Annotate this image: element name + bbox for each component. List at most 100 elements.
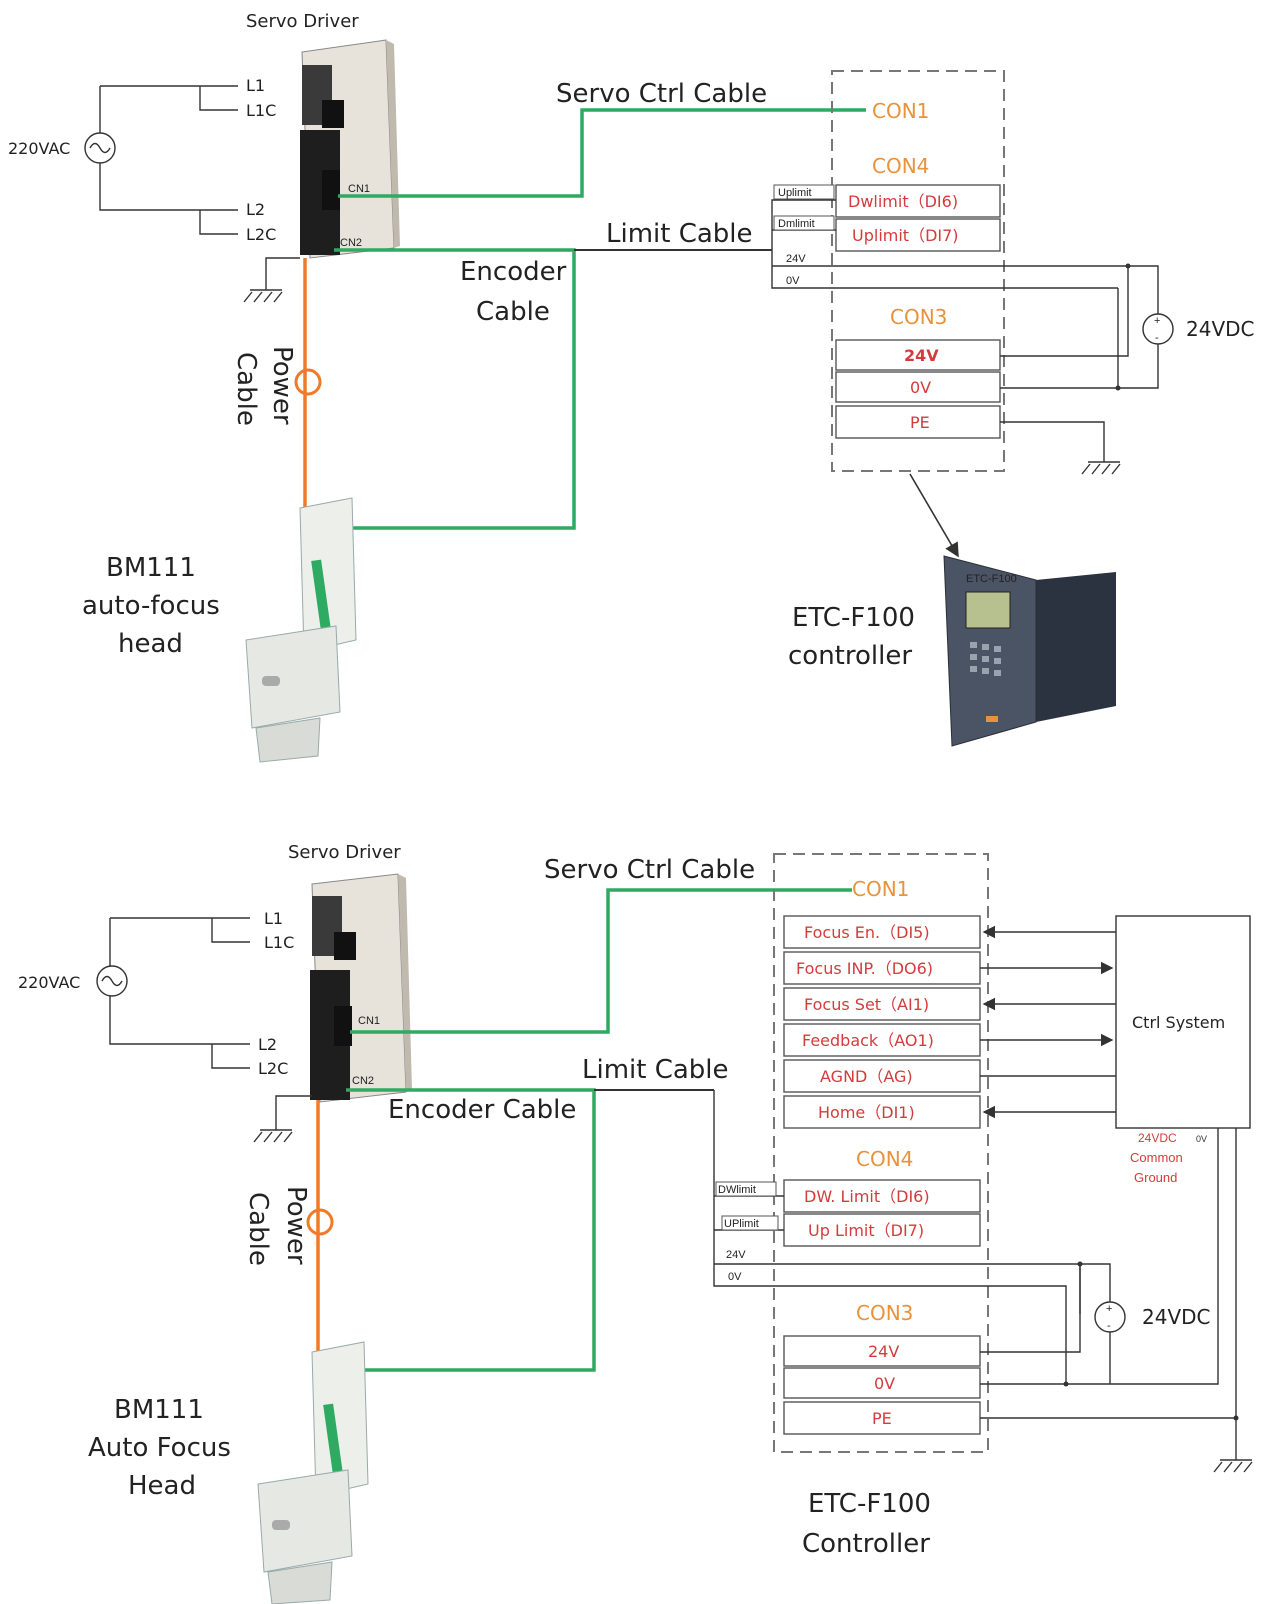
bottom-con3-0v: 0V [874,1374,895,1393]
top-power-label-1: Power [267,346,297,425]
bottom-controller-label-1: ETC-F100 [808,1489,931,1519]
bottom-con1-row-6-text: Home（DI1) [818,1103,915,1122]
top-encoder-label-1: Encoder [460,257,567,287]
bottom-dc-source-icon [1094,1301,1126,1333]
bottom-l2c: L2C [258,1059,288,1078]
bottom-common-label-2: Common [1130,1150,1183,1165]
top-uplimit-wire-label: Uplimit [778,187,812,199]
top-dc-source-icon [1142,313,1174,345]
bottom-common-0v: 0V [1196,1134,1207,1144]
top-ac-supply: 220VAC L1 L1C L2 L2C [8,76,300,303]
bottom-vac-label: 220VAC [18,973,80,992]
bottom-24v-wire-label: 24V [726,1249,746,1261]
top-l1: L1 [246,76,265,95]
bottom-controller-label-2: Controller [802,1529,930,1559]
top-etc-f100-device: ETC-F100 [943,555,1116,747]
bottom-con1-row-5 [783,1059,981,1093]
top-driver-cn2: CN2 [340,237,362,249]
bottom-l1c: L1C [264,933,294,952]
top-con3-0v-cell [835,371,1001,403]
top-power-label-2: Cable [231,352,261,426]
top-driver-ground-icon [243,289,283,303]
bottom-ac-supply: 220VAC L1 L1C L2 L2C [18,909,312,1143]
bottom-con3-0v-cell [783,1367,981,1399]
top-uplimit-text: Uplimit（DI7) [852,226,959,245]
top-driver-cn1: CN1 [348,183,370,195]
top-con3-pe: PE [910,413,930,432]
bottom-ferrite-icon [306,1208,334,1236]
bottom-servo-ctrl-cable-label: Servo Ctrl Cable [544,855,755,885]
bottom-driver-cn2: CN2 [352,1075,374,1087]
top-dwlimit-text: Dwlimit（DI6) [848,192,958,211]
top-0v-wire-label: 0V [786,275,800,287]
top-con3-24v: 24V [904,346,939,365]
top-controller-box [831,70,1005,472]
top-head-label-1: BM111 [106,553,196,583]
bottom-servo-ctrl-cable [350,888,852,1034]
top-l1c: L1C [246,101,276,120]
top-vdc-label: 24VDC [1186,317,1255,341]
top-uplimit-cell [835,218,1001,252]
bottom-con3-label: CON3 [856,1301,913,1325]
bottom-ctrl-system-label: Ctrl System [1132,1013,1225,1032]
top-con1-label: CON1 [872,99,929,123]
bottom-driver-cn1: CN1 [358,1015,380,1027]
bottom-autofocus-head-device [257,1341,369,1604]
top-encoder-cable [334,248,576,530]
bottom-servo-driver-device: CN1 CN2 [310,873,412,1103]
top-encoder-label-2: Cable [476,297,550,327]
bottom-pe-ground-icon [1213,1459,1253,1473]
bottom-limit-cable-label: Limit Cable [582,1055,729,1085]
top-servo-driver-title: Servo Driver [246,11,359,32]
bottom-driver-ground-icon [253,1129,293,1143]
bottom-ctrl-system-box [1115,915,1251,1129]
bottom-common-label-1: 24VDC [1138,1131,1177,1145]
bottom-con1-row-3-text: Focus Set（AI1) [804,995,929,1014]
bottom-power-label-2: Cable [243,1192,273,1266]
bottom-con4-label: CON4 [856,1147,913,1171]
top-limit-cable-label: Limit Cable [606,219,753,249]
bottom-con1-label: CON1 [852,877,909,901]
bottom-con3-24v: 24V [868,1342,899,1361]
top-l2c: L2C [246,225,276,244]
bottom-ctrl-signal-arrows [980,925,1116,1119]
bottom-head-label-3: Head [128,1471,196,1501]
svg-text:-: - [1155,332,1159,344]
top-servo-ctrl-cable-label: Servo Ctrl Cable [556,79,767,109]
top-controller-label-1: ETC-F100 [792,603,915,633]
bottom-con3-pe-cell [783,1401,981,1435]
bottom-con1-row-5-text: AGND（AG) [820,1067,913,1086]
bottom-uplimit-text: Up Limit（DI7) [808,1221,924,1240]
bottom-con1-row-6 [783,1095,981,1129]
bottom-servo-driver-title: Servo Driver [288,842,401,863]
bottom-l2: L2 [258,1035,277,1054]
top-dwlimit-cell [835,184,1001,218]
top-diagram: Servo Driver CN1 CN2 220VAC L1 L1C L2 L2… [8,11,1255,763]
top-controller-label-2: controller [788,641,912,671]
bottom-dwlimit-wire-label: DWlimit [718,1184,756,1196]
top-controller-arrow [909,473,959,558]
bottom-con3-pe: PE [872,1409,892,1428]
bottom-con3-24v-cell [783,1335,981,1367]
top-con3-label: CON3 [890,305,947,329]
bottom-head-label-2: Auto Focus [88,1433,231,1463]
bottom-con1-rows: Focus En.（DI5) Focus INP.（DO6) Focus Set… [783,915,981,1129]
top-l2: L2 [246,200,265,219]
bottom-con1-row-1 [783,915,981,949]
bottom-head-label-1: BM111 [114,1395,204,1425]
top-con3-pe-cell [835,405,1001,439]
svg-text:+: + [1106,1303,1112,1315]
top-head-label-2: auto-focus [82,591,220,621]
bottom-power-label-1: Power [281,1186,311,1265]
top-pe-ground-icon [1081,461,1121,475]
bottom-con1-row-1-text: Focus En.（DI5) [804,923,930,942]
bottom-con1-row-3 [783,987,981,1021]
bottom-dwlimit-text: DW. Limit（DI6) [804,1187,930,1206]
bottom-controller-box [773,853,989,1453]
bottom-con1-row-2 [783,951,981,985]
bottom-0v-wire-label: 0V [728,1271,742,1283]
bottom-con1-row-4-text: Feedback（AO1) [802,1031,934,1050]
top-con3-24v-cell [835,339,1001,371]
bottom-diagram: Servo Driver CN1 CN2 220VAC L1 L1C L2 L2… [18,842,1253,1604]
